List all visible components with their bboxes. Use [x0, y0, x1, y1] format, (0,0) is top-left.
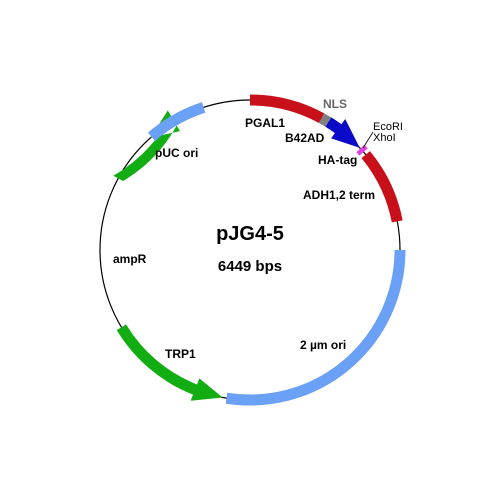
b42ad-label: B42AD [285, 131, 325, 145]
puc-ori-feature [147, 102, 206, 142]
hatag-feature [356, 144, 368, 156]
pgal1-label: PGAL1 [245, 116, 285, 130]
adh-term-feature [361, 151, 403, 223]
xhoi-label: XhoI [373, 132, 396, 144]
two-micron-ori-feature [225, 249, 406, 406]
adh-term-label: ADH1,2 term [303, 188, 375, 202]
ecori-label: EcoRI [373, 121, 403, 133]
two-micron-label: 2 µm ori [300, 338, 346, 352]
hatag-label: HA-tag [318, 153, 357, 167]
nls-label: NLS [323, 97, 347, 111]
trp1-arrow [116, 324, 223, 401]
plasmid-name: pJG4-5 [216, 223, 284, 245]
plasmid-size: 6449 bps [218, 258, 282, 275]
nls-feature [318, 113, 332, 127]
trp1-label: TRP1 [165, 347, 196, 361]
b42ad-arrow [325, 117, 360, 148]
ampr-label: ampR [113, 252, 147, 266]
pgal1-feature [249, 94, 325, 124]
pucori-label: pUC ori [155, 146, 198, 160]
restriction-site-marker [362, 131, 374, 149]
